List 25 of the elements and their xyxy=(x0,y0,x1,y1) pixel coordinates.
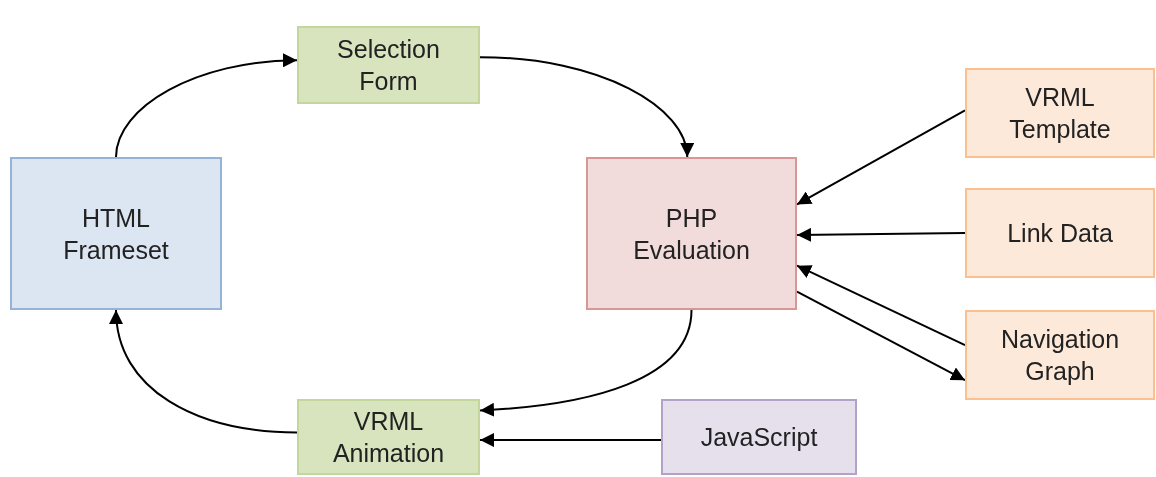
process-box xyxy=(297,26,480,104)
box-label: Selection Form xyxy=(336,34,441,97)
arrow xyxy=(479,56,693,158)
box-label: Navigation Graph xyxy=(999,324,1121,387)
process-box xyxy=(965,68,1155,158)
box-label: JavaScript xyxy=(700,422,818,453)
process-box xyxy=(297,399,480,475)
arrow xyxy=(110,309,298,434)
arrow xyxy=(479,433,662,448)
process-box xyxy=(586,157,797,310)
box-label: Link Data xyxy=(1007,218,1113,249)
arrow xyxy=(796,290,966,382)
process-box xyxy=(965,310,1155,400)
box-label: HTML Frameset xyxy=(62,202,170,266)
box-label: PHP Evaluation xyxy=(632,202,751,266)
box-label: VRML Animation xyxy=(331,406,446,469)
arrow xyxy=(479,309,693,417)
arrow xyxy=(796,109,966,206)
arrow xyxy=(115,53,298,158)
arrow xyxy=(796,264,966,347)
process-box xyxy=(10,157,222,310)
box-label: VRML Template xyxy=(1008,82,1112,145)
arrow xyxy=(796,227,966,242)
process-box xyxy=(965,188,1155,278)
process-box xyxy=(661,399,857,475)
